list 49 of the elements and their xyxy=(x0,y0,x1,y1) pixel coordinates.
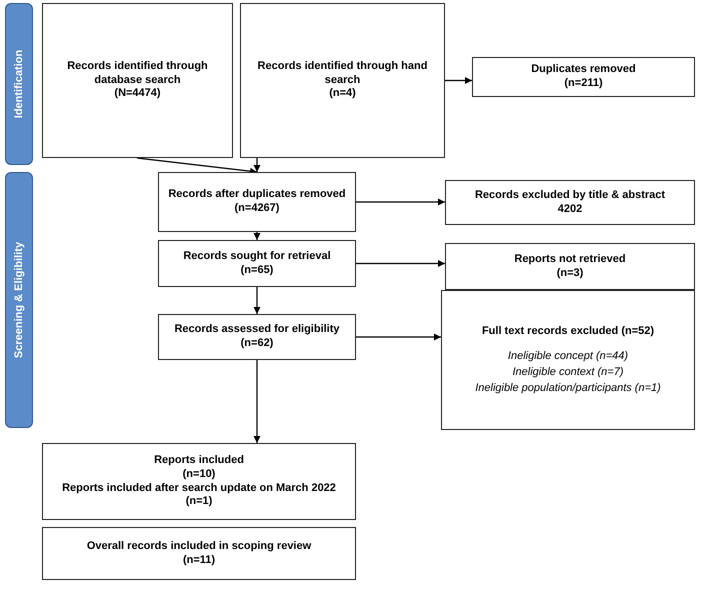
exclusion-box xyxy=(445,243,695,290)
box-text: Records after duplicates removed xyxy=(168,188,346,202)
arrow xyxy=(356,198,445,206)
box-text: 4202 xyxy=(558,202,582,216)
source-box xyxy=(240,3,445,158)
source-box xyxy=(42,3,233,158)
box-text: (n=4267) xyxy=(234,202,280,216)
process-box xyxy=(158,172,356,232)
box-text: Records identified through database search xyxy=(66,60,209,88)
box-text: Records assessed for eligibility (n=62) xyxy=(173,323,341,351)
arrow xyxy=(445,77,472,84)
section-label: Identification xyxy=(13,50,25,118)
arrow xyxy=(254,360,260,443)
result-box xyxy=(42,443,356,520)
result-box xyxy=(42,527,356,580)
box-text: (n=65) xyxy=(240,264,274,278)
exclusion-box xyxy=(445,180,695,225)
box-text: Records sought for retrieval xyxy=(183,250,331,264)
arrow xyxy=(356,260,445,267)
box-text: Reports not retrieved xyxy=(514,252,626,266)
arrow xyxy=(254,287,260,314)
box-text: (n=3) xyxy=(556,266,584,280)
section-label: Screening & Eligibility xyxy=(13,242,25,358)
box-text: (n=11) xyxy=(182,554,216,568)
reason-text: Ineligible population/participants (n=1) xyxy=(475,382,661,396)
arrow xyxy=(356,334,441,340)
box-text: Records excluded by title & abstract xyxy=(474,188,666,202)
arrow xyxy=(254,232,260,240)
section-band xyxy=(5,172,33,428)
box-text: Records identified through hand search xyxy=(256,60,428,88)
box-text: (n=4) xyxy=(329,87,356,102)
box-text: (n=10) xyxy=(182,468,216,482)
box-text: Overall records included in scoping review xyxy=(86,540,312,554)
box-text: Full text records excluded (n=52) xyxy=(482,324,654,338)
process-box xyxy=(158,314,356,360)
arrow xyxy=(254,158,260,172)
exclusion-box xyxy=(472,57,695,97)
arrow xyxy=(136,157,258,175)
reason-text: Ineligible context (n=7) xyxy=(512,366,624,380)
box-text: Reports included after search update on March 2022 xyxy=(62,482,336,496)
box-text: Duplicates removed xyxy=(531,63,636,77)
box-text: (N=4474) xyxy=(114,87,161,102)
box-text: (n=211) xyxy=(564,77,603,91)
box-text: (n=1) xyxy=(186,495,212,509)
exclusion-box xyxy=(441,290,695,430)
box-text: Reports included xyxy=(154,454,244,468)
section-band xyxy=(5,3,33,165)
reason-text: Ineligible concept (n=44) xyxy=(508,350,628,364)
process-box xyxy=(158,240,356,287)
